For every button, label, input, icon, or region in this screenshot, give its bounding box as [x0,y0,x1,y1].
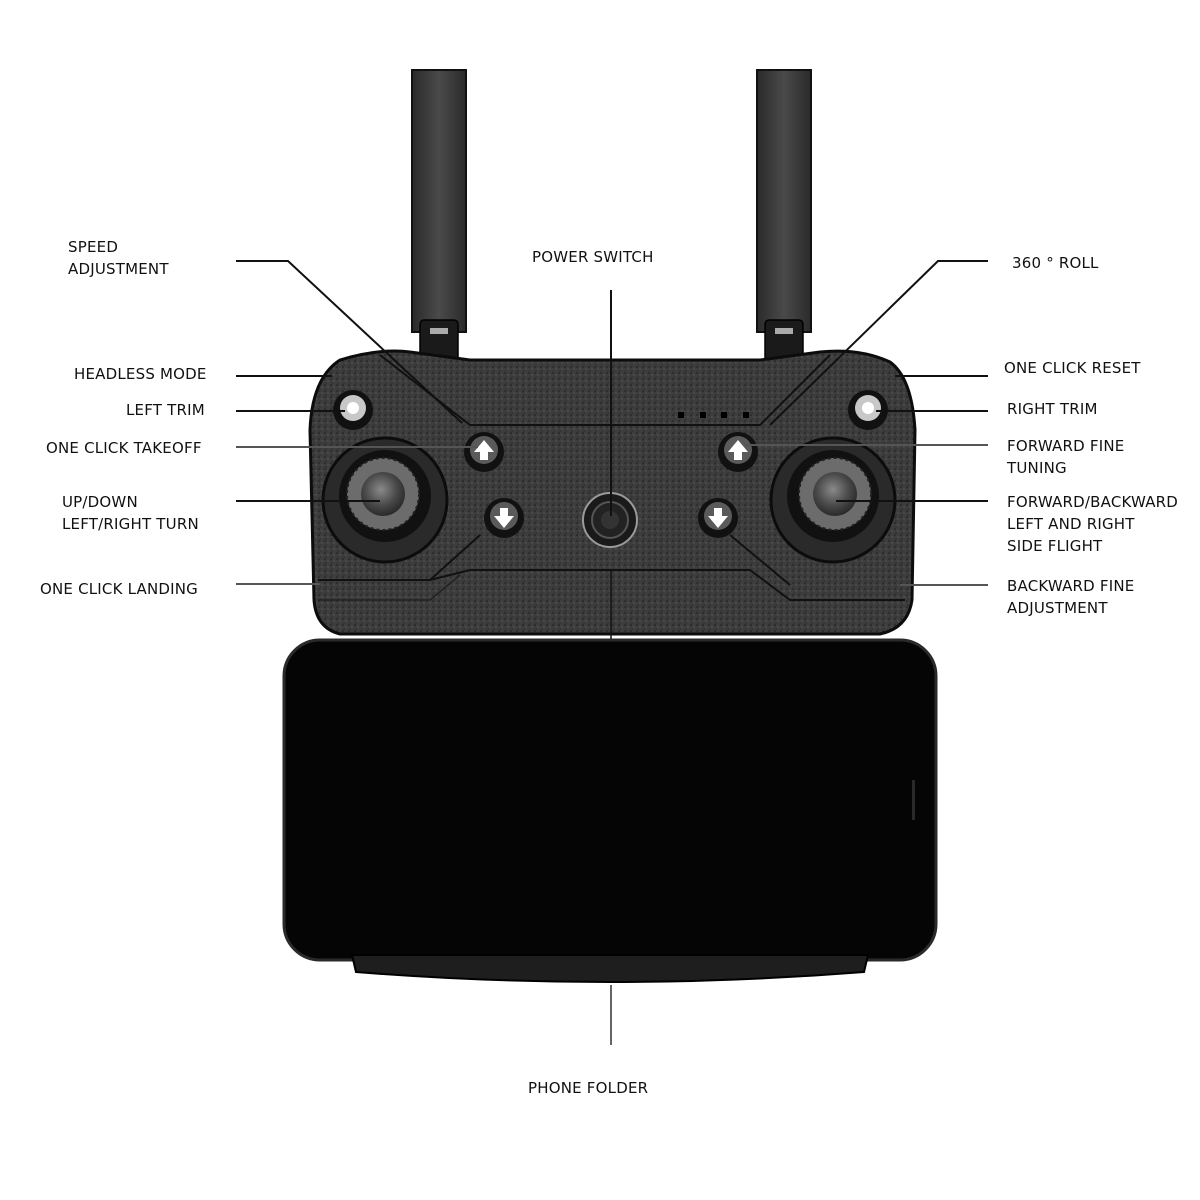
label-up-down-turn: UP/DOWN LEFT/RIGHT TURN [62,493,199,533]
indicator-leds [678,412,749,418]
landing-button[interactable] [484,498,524,538]
label-one-click-takeoff: ONE CLICK TAKEOFF [46,439,202,457]
label-forward-fine-tuning: FORWARD FINE TUNING [1007,437,1125,477]
phone-folder [282,638,938,983]
label-right-trim: RIGHT TRIM [1007,400,1098,418]
label-power-switch: POWER SWITCH [532,248,654,266]
takeoff-button[interactable] [464,432,504,472]
label-one-click-landing: ONE CLICK LANDING [40,580,199,598]
label-360-roll: 360 ° ROLL [1012,254,1099,272]
backward-fine-adjustment-button[interactable] [698,498,738,538]
left-antenna [411,69,467,365]
label-one-click-reset: ONE CLICK RESET [1004,359,1141,377]
label-phone-folder: PHONE FOLDER [528,1079,649,1097]
forward-fine-tuning-button[interactable] [718,432,758,472]
label-forward-backward-side-flight: FORWARD/BACKWARD LEFT AND RIGHT SIDE FLI… [1007,493,1179,555]
label-speed-adjustment: SPEED ADJUSTMENT [68,238,169,278]
right-joystick[interactable] [769,436,897,564]
power-switch-button[interactable] [582,492,638,548]
label-backward-fine-adjustment: BACKWARD FINE ADJUSTMENT [1007,577,1135,617]
right-antenna [756,69,812,365]
left-joystick[interactable] [321,436,449,564]
label-left-trim: LEFT TRIM [126,401,205,419]
label-headless-mode: HEADLESS MODE [74,365,207,383]
arrow-up-icon [474,440,494,460]
arrow-down-icon [708,508,728,528]
arrow-down-icon [494,508,514,528]
right-trim-button[interactable] [848,390,888,430]
leader-lines [236,260,988,1045]
left-trim-button[interactable] [333,390,373,430]
arrow-up-icon [728,440,748,460]
